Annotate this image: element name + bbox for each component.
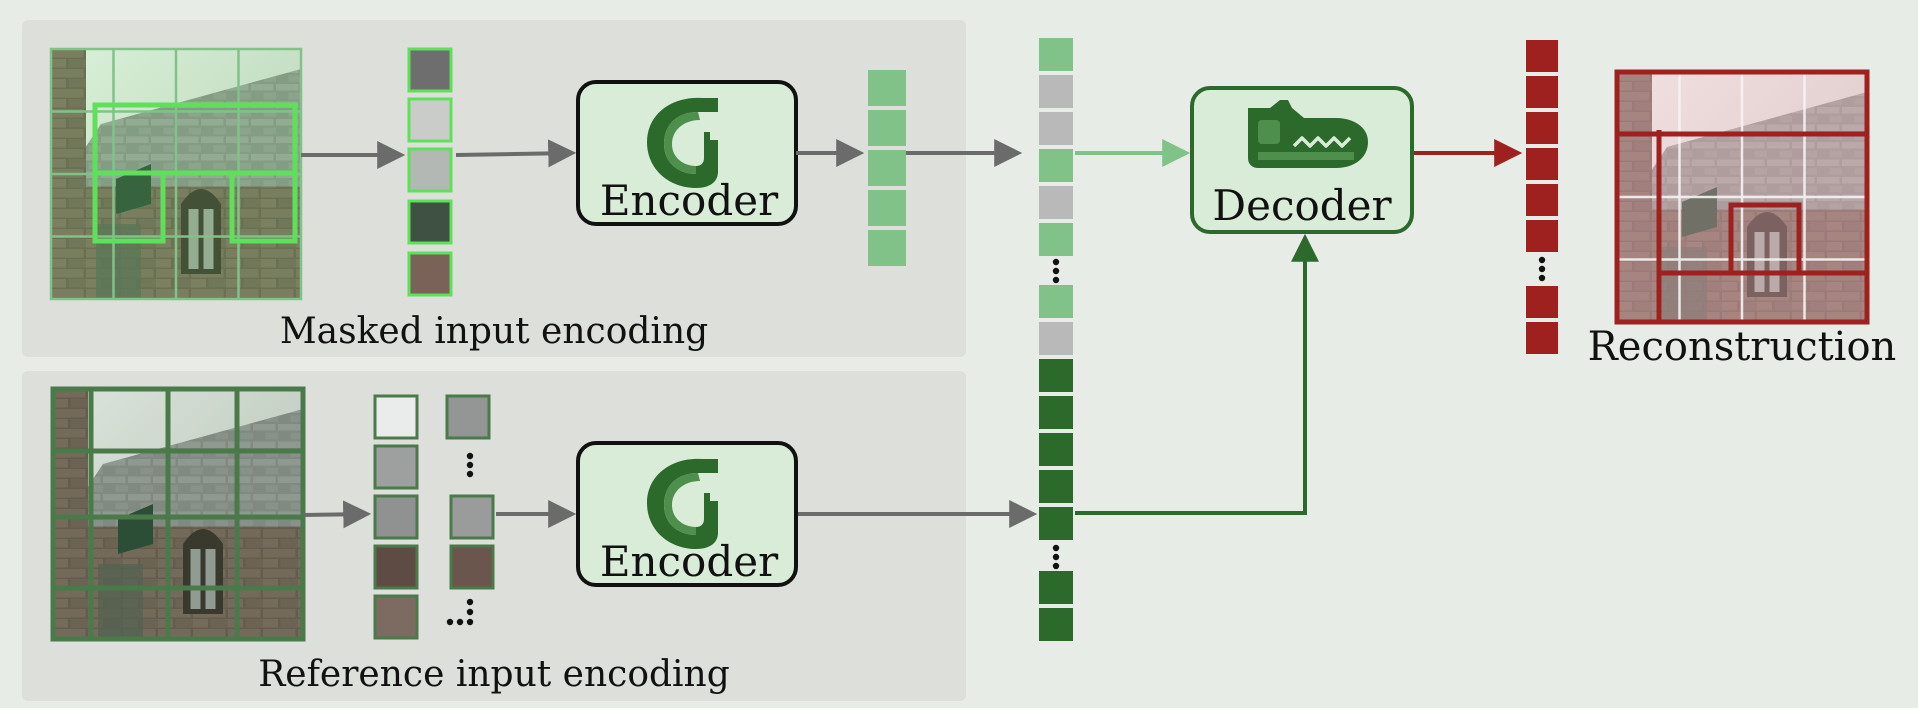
arrow-refimage-to-patches <box>302 500 372 529</box>
masked-token <box>868 150 906 186</box>
output-token <box>1526 76 1558 108</box>
masked-patch <box>407 199 453 245</box>
arrow-reference-to-decoder <box>1075 233 1319 515</box>
reference-patch <box>373 494 419 540</box>
diagonal-ellipsis-icon <box>446 598 474 626</box>
reference-patch <box>449 544 495 590</box>
sequence-token-reference <box>1039 433 1073 466</box>
sequence-token-reference <box>1039 571 1073 604</box>
sequence-token-visible <box>1039 285 1073 318</box>
masked-token <box>868 70 906 106</box>
reference-input-image <box>50 386 306 642</box>
masked-token <box>868 230 906 266</box>
vertical-ellipsis-icon <box>1052 544 1060 570</box>
masked-panel-title: Masked input encoding <box>280 311 708 352</box>
reference-patch <box>373 594 419 640</box>
combined-sequence <box>1039 38 1073 641</box>
masked-token <box>868 190 906 226</box>
reconstruction-image <box>1614 69 1870 325</box>
masked-patch <box>407 251 453 297</box>
sequence-token-visible <box>1039 149 1073 182</box>
reference-patch <box>373 394 419 440</box>
sequence-token-reference <box>1039 608 1073 641</box>
encoder-top: Encoder <box>576 80 798 226</box>
reference-patch <box>373 544 419 590</box>
sequence-token-reference <box>1039 470 1073 503</box>
masked-patch <box>407 47 453 93</box>
vertical-ellipsis-icon <box>1538 256 1546 282</box>
masked-patch <box>407 97 453 143</box>
masked-patch-column <box>407 47 453 297</box>
output-token <box>1526 220 1558 252</box>
vertical-ellipsis-icon <box>466 452 474 478</box>
masked-token-column <box>868 70 906 266</box>
output-token <box>1526 184 1558 216</box>
sequence-token-mask <box>1039 322 1073 355</box>
sequence-token-reference <box>1039 396 1073 429</box>
decoder-label: Decoder <box>1212 181 1392 230</box>
sequence-token-mask <box>1039 75 1073 108</box>
encoder-bottom: Encoder <box>576 441 798 587</box>
vertical-ellipsis-icon <box>1052 258 1060 284</box>
encoder-top-label: Encoder <box>600 176 779 225</box>
encoder-bottom-label: Encoder <box>600 537 779 586</box>
reference-panel-title: Reference input encoding <box>258 654 730 695</box>
reference-patch <box>445 394 491 440</box>
reference-patch <box>449 494 495 540</box>
reference-patch-grid <box>373 394 495 640</box>
reconstructed-patches <box>1614 69 1870 325</box>
reconstruction-title: Reconstruction <box>1588 324 1897 370</box>
sequence-token-reference <box>1039 359 1073 392</box>
arrow-patches-to-encoder <box>455 139 577 168</box>
output-token <box>1526 40 1558 72</box>
masked-input-image <box>49 47 303 301</box>
crocodile-head-icon <box>647 97 718 188</box>
masked-token <box>868 110 906 146</box>
masked-visible-patches <box>92 102 298 244</box>
sequence-token-mask <box>1039 186 1073 219</box>
crocodile-head-icon <box>647 458 718 549</box>
output-token <box>1526 286 1558 318</box>
output-token <box>1526 112 1558 144</box>
reference-patch <box>373 444 419 490</box>
output-token-column <box>1526 40 1558 354</box>
sequence-token-visible <box>1039 38 1073 71</box>
output-token <box>1526 322 1558 354</box>
crocodile-jaw-icon <box>1248 100 1368 168</box>
sequence-token-mask <box>1039 112 1073 145</box>
decoder: Decoder <box>1190 86 1414 234</box>
sequence-token-reference <box>1039 507 1073 540</box>
output-token <box>1526 148 1558 180</box>
sequence-token-visible <box>1039 223 1073 256</box>
masked-patch <box>407 147 453 193</box>
